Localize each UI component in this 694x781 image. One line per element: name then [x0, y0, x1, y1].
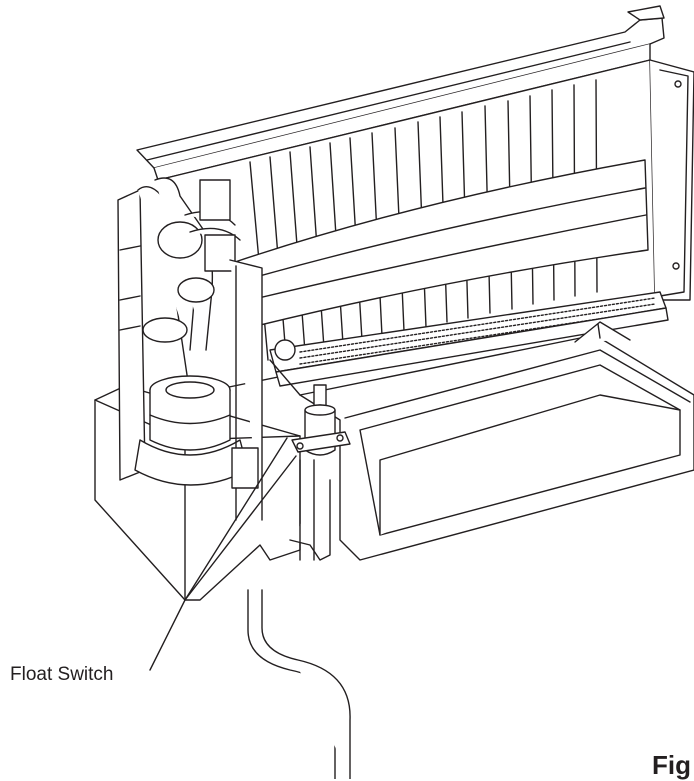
- drain-hose: [248, 460, 350, 779]
- spray-tube: [270, 292, 668, 386]
- float-switch: [292, 385, 350, 455]
- water-tray: [300, 322, 694, 560]
- float-switch-label: Float Switch: [10, 664, 114, 685]
- pump-assembly: [135, 178, 300, 520]
- callout-leader: [150, 438, 296, 670]
- figure-label: Fig: [652, 750, 691, 780]
